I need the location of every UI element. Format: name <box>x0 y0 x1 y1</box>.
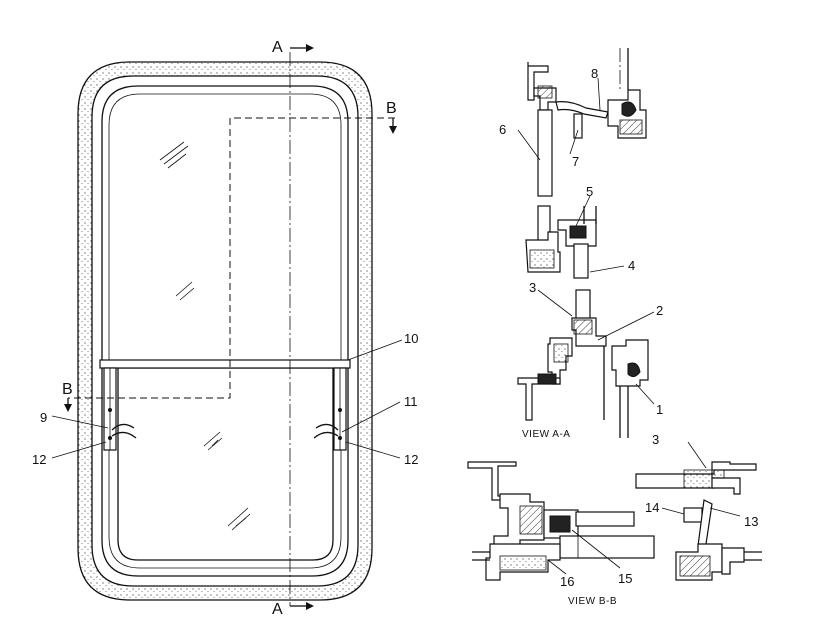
glass-reflection-marks <box>159 141 251 531</box>
callout-3-view-b: 3 <box>652 432 659 447</box>
callout-7: 7 <box>572 154 579 169</box>
callout-1: 1 <box>656 402 663 417</box>
section-b-right: B <box>386 100 397 117</box>
callout-3-view-a: 3 <box>529 280 536 295</box>
section-markers: A A B B <box>62 39 397 618</box>
window-elevation <box>51 44 403 610</box>
callout-6: 6 <box>499 122 506 137</box>
callout-2: 2 <box>656 303 663 318</box>
callout-15: 15 <box>618 571 632 586</box>
callout-14: 14 <box>645 500 659 515</box>
view-b-title: VIEW B-B <box>568 596 617 607</box>
callout-numbers: 1 2 3 3 4 5 6 7 8 9 10 11 12 12 13 14 15… <box>32 66 758 589</box>
callout-11: 11 <box>404 394 418 409</box>
callout-16: 16 <box>560 574 574 589</box>
view-a-section <box>517 48 655 438</box>
callout-9: 9 <box>40 410 47 425</box>
callout-12-right: 12 <box>404 452 418 467</box>
section-line-b <box>68 117 395 399</box>
section-a-bottom: A <box>272 601 283 618</box>
section-a-top: A <box>272 39 283 56</box>
callout-10: 10 <box>404 331 418 346</box>
view-a-title: VIEW A-A <box>522 429 570 440</box>
upper-sash-rail <box>537 109 553 197</box>
callout-8: 8 <box>591 66 598 81</box>
view-titles: VIEW A-A VIEW B-B <box>522 429 617 607</box>
callout-12-left: 12 <box>32 452 46 467</box>
outer-frame <box>77 61 373 601</box>
sash-b-upper <box>575 511 635 527</box>
callout-4: 4 <box>628 258 635 273</box>
section-b-left: B <box>62 381 73 398</box>
callout-13: 13 <box>744 514 758 529</box>
view-b-section <box>467 441 762 581</box>
callout-5: 5 <box>586 184 593 199</box>
meeting-rail <box>99 359 351 369</box>
